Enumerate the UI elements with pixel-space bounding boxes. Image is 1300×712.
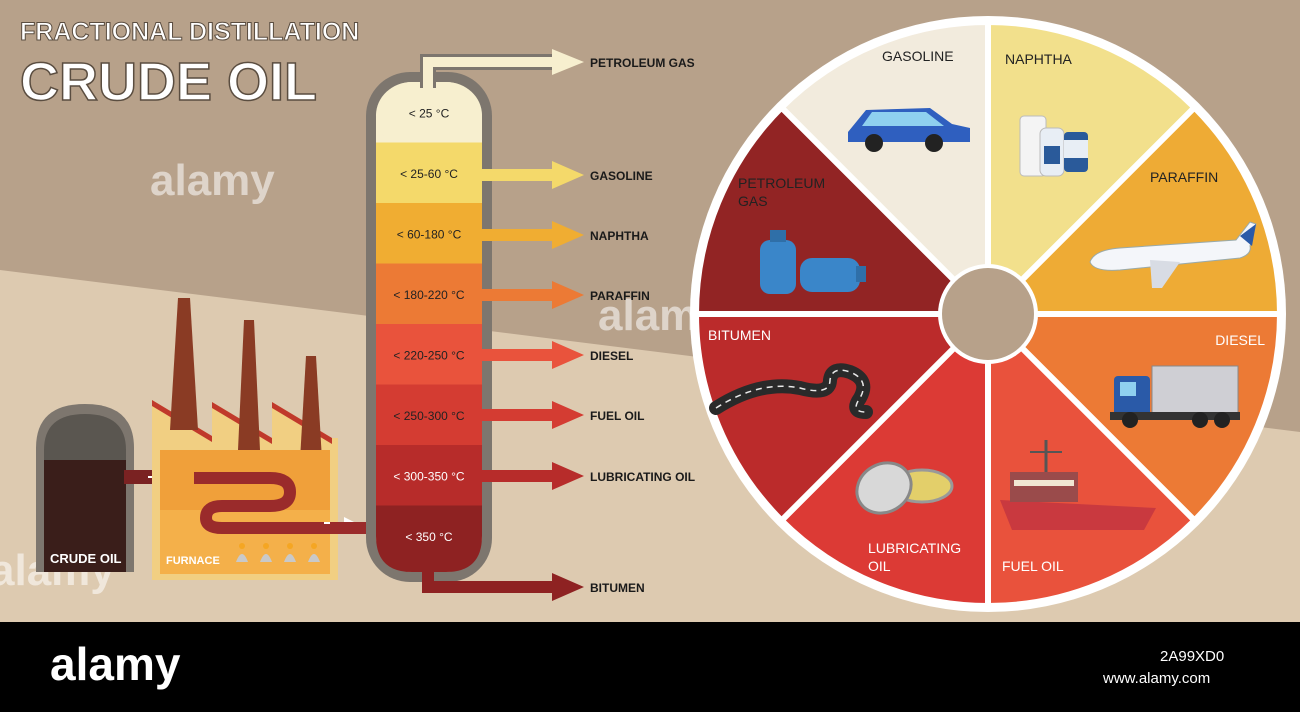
column-bands: < 25 °C < 25-60 °C < 60-180 °C < 180-220 °C… [376,82,482,572]
wheel-label: PETROLEUM [738,175,825,191]
wheel-segment [980,103,1284,317]
temperature-label: < 220-250 °C [393,348,465,362]
fraction-label: PETROLEUM GAS [590,56,695,70]
temperature-label: < 180-220 °C [393,288,465,302]
ship-icon [1000,440,1156,530]
wheel-hub [942,268,1034,360]
title-line2: CRUDE OIL [20,52,317,112]
burner-icon [308,543,320,562]
fraction-arrow: LUBRICATING OIL [470,462,695,490]
gas-cylinder-icon [760,230,866,294]
road-icon [709,363,873,419]
fraction-arrow: DIESEL [470,341,633,369]
watermark: alamy [150,156,275,205]
wheel-label: OIL [868,558,891,574]
burner-icon [284,543,296,562]
wheel-label: BITUMEN [708,327,771,343]
fraction-label: GASOLINE [590,169,653,183]
chimney [300,356,322,460]
temperature-label: < 300-350 °C [393,469,465,483]
fraction-label: LUBRICATING OIL [590,470,695,484]
airplane-icon [1089,221,1257,288]
column-band [376,324,482,385]
fraction-arrow: NAPHTHA [470,221,649,249]
fraction-label: NAPHTHA [590,229,649,243]
burner-icon [236,543,248,562]
footer-bar [0,622,1300,712]
wax-tin-icon [855,461,954,515]
product-wheel: GASOLINE NAPHTHA PARAFFIN DIESEL FUEL OIL LUB… [690,16,1286,612]
wheel-segment [692,311,996,525]
fraction-arrow: BITUMEN [422,570,645,601]
wheel-label: LUBRICATING [868,540,961,556]
furnace: FURNACE [152,298,356,580]
car-icon [848,108,970,152]
burner-icon [260,543,272,562]
wheel-segment [777,306,991,610]
footer-brand: alamy [50,638,181,690]
column-band [376,142,482,204]
temperature-label: < 25 °C [409,106,450,120]
wheel-segment [985,18,1199,322]
tank-label: CRUDE OIL [50,551,122,566]
column-band [376,263,482,325]
furnace-label: FURNACE [166,555,220,567]
footer-code: 2A99XD0 [1160,648,1224,665]
chimney [238,320,260,450]
wheel-segment [777,18,991,322]
fraction-arrows: PETROLEUM GAS GASOLINE NAPHTHA PARAFFIN DIES… [420,49,695,601]
burner-icons [236,543,320,562]
wheel-label: DIESEL [1215,332,1265,348]
wheel-label: GAS [738,193,768,209]
fraction-arrow: PARAFFIN [470,281,650,309]
wheel-label: NAPHTHA [1005,51,1073,67]
column-band [376,82,482,149]
column-band [376,445,482,506]
fraction-label: DIESEL [590,349,633,363]
wheel-label: PARAFFIN [1150,169,1218,185]
fraction-arrow: GASOLINE [470,161,653,189]
temperature-label: < 250-300 °C [393,409,465,423]
wheel-segment [985,306,1199,610]
wheel-label: GASOLINE [882,48,954,64]
chimney [170,298,198,430]
fraction-label: FUEL OIL [590,409,644,423]
crude-oil-tank: CRUDE OIL [36,404,134,572]
fraction-arrow: PETROLEUM GAS [420,49,695,88]
temperature-label: < 60-180 °C [397,227,462,241]
truck-icon [1110,365,1240,428]
temperature-label: < 25-60 °C [400,167,458,181]
fraction-label: BITUMEN [590,581,645,595]
column-band [376,203,482,264]
bottles-icon [1019,115,1088,177]
temperature-label: < 350 °C [405,530,452,544]
fraction-arrow: FUEL OIL [470,401,644,429]
column-band [376,505,482,572]
wheel-label: FUEL OIL [1002,558,1064,574]
column-band [376,384,482,446]
fraction-label: PARAFFIN [590,289,650,303]
footer-url: www.alamy.com [1102,670,1210,687]
title-line1: FRACTIONAL DISTILLATION [20,18,359,46]
